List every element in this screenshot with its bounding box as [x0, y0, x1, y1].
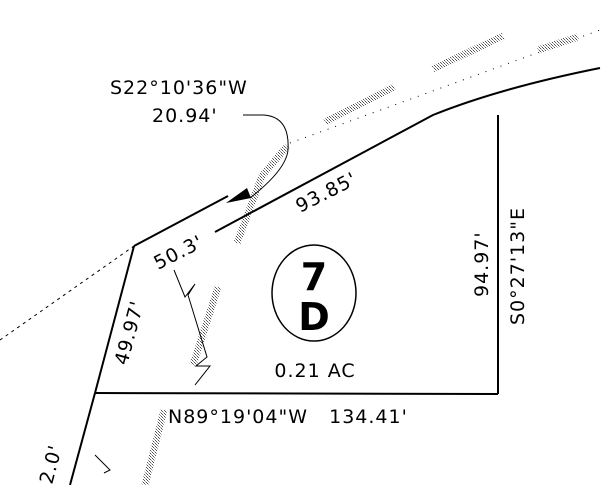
- leader-line: [243, 114, 289, 199]
- boundary-top-arc: [214, 67, 601, 233]
- right-distance-label: 94.97': [471, 231, 493, 297]
- lot-number: 7: [301, 255, 327, 299]
- lot-boundary: [69, 67, 601, 485]
- right-bearing-label: S0°27'13"E: [507, 207, 529, 325]
- hatched-segments: [141, 32, 580, 485]
- hatch-segment: [323, 83, 396, 126]
- top-arc-distance-label: 93.85': [292, 168, 360, 217]
- top-left-distance-label: 50.3': [150, 231, 207, 274]
- boundary-top-left: [133, 195, 229, 247]
- arrowhead-icon: [226, 188, 251, 203]
- hatch-segment: [233, 143, 290, 245]
- hatch-segment: [431, 32, 505, 73]
- lot-area: 0.21 AC: [274, 360, 355, 382]
- lot-circle: [271, 244, 357, 342]
- boundary-left-lower: [69, 392, 96, 485]
- hatch-segment: [141, 409, 168, 485]
- dotted-line-left: [0, 245, 135, 341]
- break-mark: [160, 270, 222, 382]
- bottom-call-label: N89°19'04"W 134.41': [168, 406, 408, 428]
- break-mark-lower: [94, 454, 111, 474]
- lower-left-distance-label: 2.0': [36, 442, 67, 485]
- left-distance-label: 49.97': [111, 298, 149, 367]
- hatch-segment: [536, 33, 580, 54]
- leader-distance-label: 20.94': [152, 105, 218, 127]
- leader-bearing-label: S22°10'36"W: [110, 77, 248, 99]
- boundary-bottom: [94, 392, 499, 395]
- boundary-left: [94, 245, 135, 394]
- break-mark: [173, 269, 212, 386]
- lot-letter: D: [298, 295, 330, 339]
- hatch-segment: [189, 285, 222, 367]
